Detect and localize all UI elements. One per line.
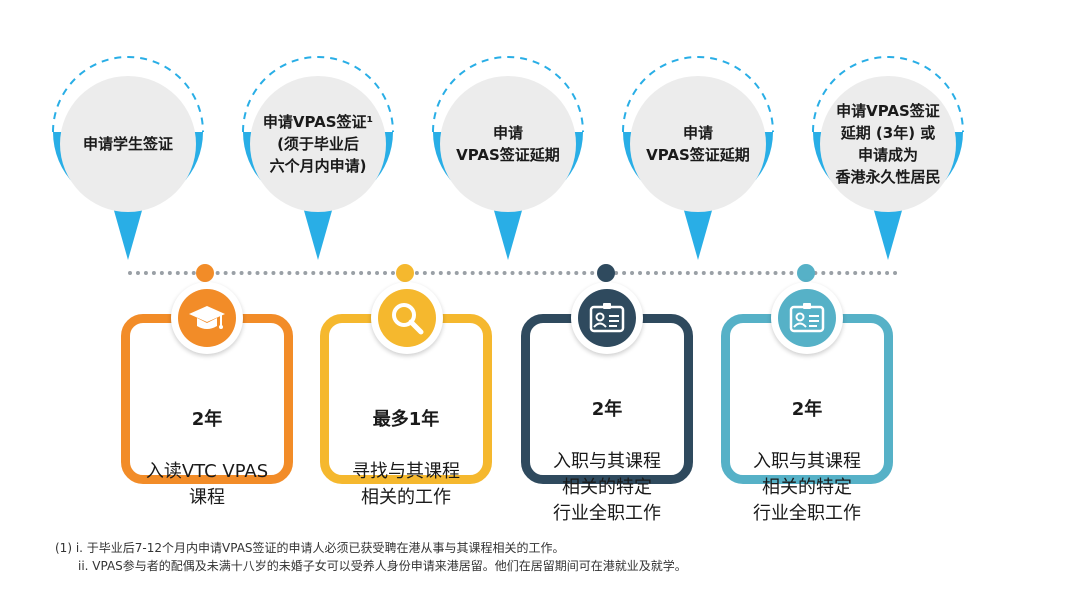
milestone-bubble-2: 申请VPAS签证¹ (须于毕业后 六个月内申请) [223,37,413,267]
milestone-bubble-5: 申请VPAS签证 延期 (3年) 或 申请成为 香港永久性居民 [793,37,983,267]
bubble-shape [242,56,394,260]
timeline-dot-orange [196,264,214,282]
stage-badge-1 [171,282,243,354]
stage-description: 入职与其课程 相关的特定 行业全职工作 [553,451,661,524]
stage-description: 入读VTC VPAS 课程 [145,461,269,508]
footnote-1: (1) i. 于毕业后7-12个月内申请VPAS签证的申请人必须已获受聘在港从事… [55,541,565,555]
stage-duration: 2年 [791,399,823,420]
stage-duration: 最多1年 [372,409,440,430]
stage-badge-4 [771,282,843,354]
milestone-label: 申请学生签证 [82,135,173,153]
footnotes: (1) i. 于毕业后7-12个月内申请VPAS签证的申请人必须已获受聘在港从事… [55,539,687,575]
stage-text: 2年 入读VTC VPAS 课程 [130,381,284,511]
bubble-shape [432,56,584,260]
id-badge-icon [778,289,836,347]
graduation-cap-icon [178,289,236,347]
stage-description: 寻找与其课程 相关的工作 [352,461,460,508]
stage-duration: 2年 [591,399,623,420]
stage-text: 2年 入职与其课程 相关的特定 行业全职工作 [730,371,884,527]
timeline-dotted-line [128,271,898,275]
stage-duration: 2年 [191,409,223,430]
milestone-label: 申请VPAS签证 延期 (3年) 或 申请成为 香港永久性居民 [835,102,941,186]
stage-description: 入职与其课程 相关的特定 行业全职工作 [753,451,861,524]
milestone-label: 申请 VPAS签证延期 [646,124,750,164]
milestone-bubble-1: 申请学生签证 [33,37,223,267]
id-badge-icon [578,289,636,347]
footnote-2: ii. VPAS参与者的配偶及未满十八岁的未婚子女可以受养人身份申请来港居留。他… [78,559,687,573]
timeline-dot-teal [797,264,815,282]
milestone-bubble-3: 申请 VPAS签证延期 [413,37,603,267]
timeline-dot-navy [597,264,615,282]
stage-badge-2 [371,282,443,354]
bubble-shape [622,56,774,260]
bubble-shape [52,56,204,260]
stage-text: 最多1年 寻找与其课程 相关的工作 [329,381,483,511]
milestone-label: 申请 VPAS签证延期 [456,124,560,164]
magnifier-icon [378,289,436,347]
stage-text: 2年 入职与其课程 相关的特定 行业全职工作 [530,371,684,527]
stage-badge-3 [571,282,643,354]
milestone-bubble-4: 申请 VPAS签证延期 [603,37,793,267]
milestone-label: 申请VPAS签证¹ (须于毕业后 六个月内申请) [262,113,374,175]
bubble-shape [812,56,964,260]
timeline-dot-yellow [396,264,414,282]
